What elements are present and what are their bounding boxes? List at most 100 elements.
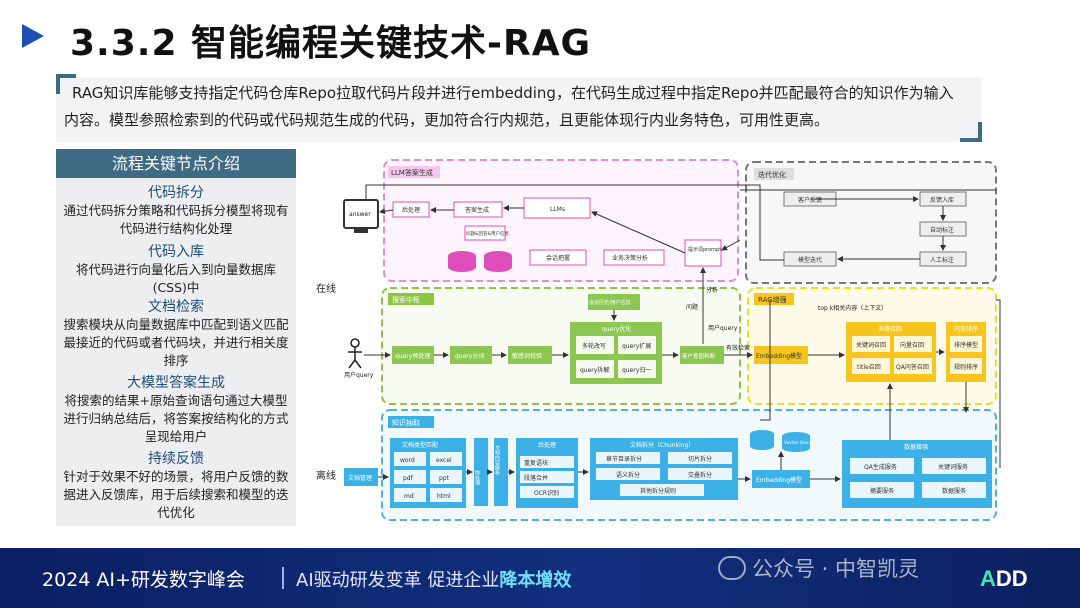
svg-text:query预处理: query预处理 xyxy=(395,352,430,360)
svg-text:query优化: query优化 xyxy=(602,325,631,333)
key-node-title: 文档检索 xyxy=(148,299,204,315)
key-node-code-ingest: 代码入库 将代码进行向量化后入到向量数据库(CSS)中 xyxy=(56,241,296,297)
svg-text:LLMs: LLMs xyxy=(550,206,565,213)
yongquery-label: 用户query xyxy=(708,324,738,332)
key-node-doc-search: 文档检索 搜索模块从向量数据库中匹配到语义匹配最接近的代码或者代码块，并进行相关… xyxy=(56,296,296,370)
svg-text:Embedding模型: Embedding模型 xyxy=(756,352,802,360)
query-tokenize-node xyxy=(450,346,492,364)
embedding-node xyxy=(754,346,808,364)
svg-text:答案生成: 答案生成 xyxy=(465,206,489,214)
post-process-node xyxy=(392,201,430,218)
llm-group-label: LLM答案生成 xyxy=(391,168,433,177)
svg-text:QA问答召回: QA问答召回 xyxy=(896,363,929,371)
svg-text:业务决策分析: 业务决策分析 xyxy=(612,254,648,262)
slogan-prefix: AI驱动研发变革 促进企业 xyxy=(296,570,500,591)
iter-group-label: 迭代优化 xyxy=(758,170,786,179)
session-history-node xyxy=(588,294,640,310)
svg-text:html: html xyxy=(437,493,451,500)
svg-text:切片拆分: 切片拆分 xyxy=(688,455,712,463)
rag-architecture-diagram: LLM答案生成 迭代优化 搜索中枢 RAG增强 知识抽取 在线 离线 answe… xyxy=(316,159,1001,521)
key-node-desc: 将搜索的结果+原始查询语句通过大模型进行归纳总结后，将答案按结构化的方式呈现给用… xyxy=(63,393,289,444)
banner-separator xyxy=(282,567,284,589)
svg-text:提示词prompt: 提示词prompt xyxy=(688,246,721,253)
title-arrow-icon xyxy=(22,24,44,48)
svg-text:关键词召回: 关键词召回 xyxy=(856,341,886,349)
query-preprocess-node xyxy=(392,346,434,364)
key-node-title: 大模型答案生成 xyxy=(127,375,225,391)
summit-name: 2024 AI+研发数字峰会 xyxy=(42,569,245,591)
svg-text:语义拆分: 语义拆分 xyxy=(616,471,640,479)
svg-text:pdf: pdf xyxy=(403,475,414,482)
online-label: 在线 xyxy=(316,282,336,295)
intro-box xyxy=(56,77,981,142)
svg-text:多轮改写: 多轮改写 xyxy=(582,342,606,350)
svg-text:排序模型: 排序模型 xyxy=(954,341,978,349)
svg-text:关键词服务: 关键词服务 xyxy=(938,463,968,471)
svg-text:重复语块: 重复语块 xyxy=(524,459,548,467)
svg-text:段落合并: 段落合并 xyxy=(524,474,548,482)
svg-text:文档内容解析: 文档内容解析 xyxy=(494,444,500,476)
svg-text:数据增强: 数据增强 xyxy=(904,443,928,451)
logo-a: A xyxy=(980,566,996,591)
model-iter-node xyxy=(783,251,837,267)
embedding2-node xyxy=(752,470,810,488)
session-node xyxy=(529,249,587,266)
key-node-llm-answer: 大模型答案生成 将搜索的结果+原始查询语句通过大模型进行归纳总结后，将答案按结构… xyxy=(56,372,296,446)
fenxi-label: 分析 xyxy=(706,286,718,294)
youxiao-label: 有效检索 xyxy=(726,344,750,352)
page-title: 3.3.2 智能编程关键技术-RAG xyxy=(70,23,592,64)
key-node-title: 持续反馈 xyxy=(148,451,204,467)
watermark: 公众号 · 中智凯灵 xyxy=(752,557,920,581)
knowledge-group-label: 知识抽取 xyxy=(392,418,420,427)
svg-text:OCR识别: OCR识别 xyxy=(534,489,559,497)
svg-text:文档管理: 文档管理 xyxy=(348,474,372,482)
key-node-desc: 将代码进行向量化后入到向量数据库(CSS)中 xyxy=(75,262,276,295)
intro-corner-top-left xyxy=(56,74,76,94)
svg-text:多路召回: 多路召回 xyxy=(878,325,902,333)
svg-text:向量召回: 向量召回 xyxy=(900,341,924,349)
svg-text:客户反馈: 客户反馈 xyxy=(798,196,822,204)
key-node-desc: 通过代码拆分策略和代码拆分模型将现有代码进行结构化处理 xyxy=(63,203,289,236)
intro-text: RAG知识库能够支持指定代码仓库Repo拉取代码片段并进行embedding，在… xyxy=(64,84,954,129)
add-logo: ADD xyxy=(980,566,1028,592)
answer-node: answer xyxy=(349,211,371,218)
rag-group-label: RAG增强 xyxy=(758,295,787,304)
topk-label: top k相关内容（上下文） xyxy=(818,304,887,312)
svg-text:人工标注: 人工标注 xyxy=(930,256,954,264)
doc-parse-node xyxy=(494,438,508,506)
prompt-node xyxy=(684,239,722,267)
svg-text:章节目录拆分: 章节目录拆分 xyxy=(606,455,642,463)
svg-text:内容排序: 内容排序 xyxy=(954,325,978,333)
svg-text:Embedding模型: Embedding模型 xyxy=(756,476,802,484)
bottom-banner xyxy=(0,548,1080,608)
svg-text:文档类型匹配: 文档类型匹配 xyxy=(402,441,438,449)
search-group-label: 搜索中枢 xyxy=(392,295,420,304)
svg-text:Vector Store: Vector Store xyxy=(784,440,812,446)
svg-text:其他拆分规则: 其他拆分规则 xyxy=(640,487,676,495)
svg-text:敏感词校验: 敏感词校验 xyxy=(512,352,542,360)
svg-text:摘要服务: 摘要服务 xyxy=(870,487,894,495)
key-node-title: 代码拆分 xyxy=(148,185,204,201)
key-node-feedback: 持续反馈 针对于效果不好的场景，将用户反馈的数据进入反馈库，用于后续搜索和模型的… xyxy=(56,448,296,522)
svg-text:excel: excel xyxy=(436,457,452,464)
key-node-title: 代码入库 xyxy=(148,244,204,260)
svg-text:会话把握: 会话把握 xyxy=(546,254,570,262)
svg-text:query分词: query分词 xyxy=(455,352,484,360)
pre-process-node xyxy=(474,438,488,506)
svg-text:自动标注: 自动标注 xyxy=(930,226,954,234)
user-query-label: 用户query xyxy=(344,371,374,379)
slogan-highlight: 降本增效 xyxy=(499,570,572,591)
left-panel-header: 流程关键节点介绍 xyxy=(56,149,296,178)
svg-text:会话历史/用户信息: 会话历史/用户信息 xyxy=(589,299,631,306)
qa-info-node xyxy=(464,225,506,241)
svg-text:query扩展: query扩展 xyxy=(622,342,651,350)
svg-text:文档拆分（Chunking）: 文档拆分（Chunking） xyxy=(630,441,694,449)
svg-text:ppt: ppt xyxy=(439,475,450,482)
logo-rest: DD xyxy=(995,566,1028,591)
svg-text:md: md xyxy=(404,493,414,500)
intro-corner-bottom-right xyxy=(960,122,982,142)
offline-label: 离线 xyxy=(316,469,336,482)
summit-slogan: AI驱动研发变革 促进企业降本增效 xyxy=(296,566,571,592)
user-icon xyxy=(348,338,362,369)
svg-text:QA生成服务: QA生成服务 xyxy=(864,463,897,471)
